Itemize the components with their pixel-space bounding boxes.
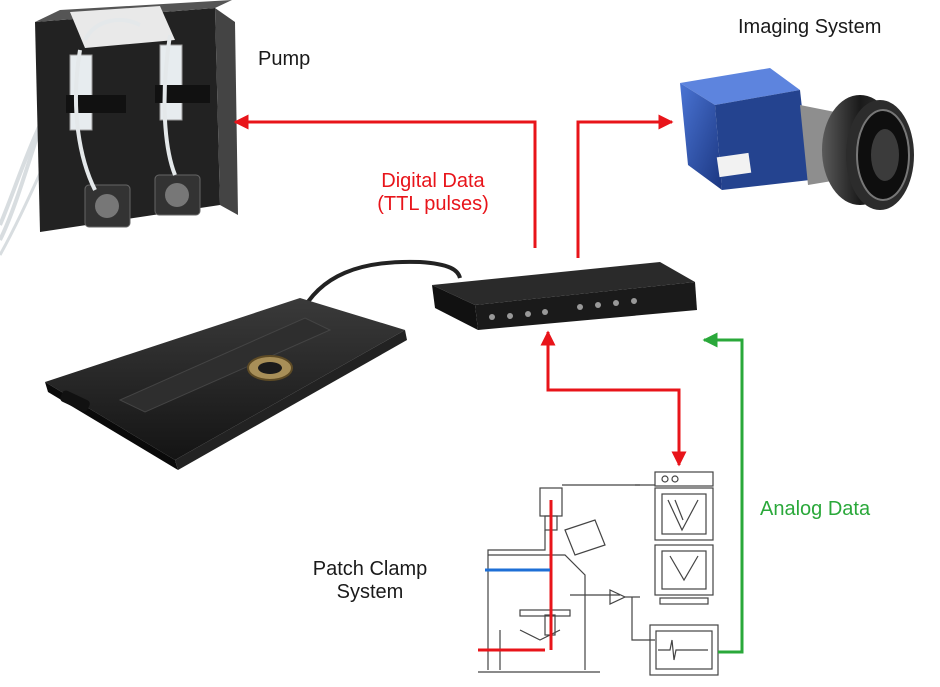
digital-data-label: Digital Data (TTL pulses) [358, 170, 508, 216]
digital-arrow-to-patch-clamp [540, 330, 687, 467]
patch-clamp-subtitle: System [336, 581, 404, 603]
analog-data-label: Analog Data [760, 498, 871, 520]
microscope-stage-icon [45, 259, 462, 470]
patch-clamp-rig-icon [478, 471, 719, 676]
analog-arrow-to-interface [702, 332, 744, 654]
digital-arrow-to-pump [233, 114, 537, 248]
imaging-system-label: Imaging System [738, 16, 882, 38]
syringe-pump-icon [0, 0, 238, 256]
patch-clamp-title: Patch Clamp [312, 558, 428, 580]
patch-clamp-label: Patch Clamp System [290, 558, 450, 604]
digital-data-title: Digital Data [381, 170, 485, 192]
digital-data-subtitle: (TTL pulses) [377, 193, 489, 215]
pump-label: Pump [258, 48, 311, 70]
camera-icon [680, 68, 914, 210]
digital-arrow-to-camera [576, 114, 674, 258]
interface-box-icon [432, 262, 697, 330]
